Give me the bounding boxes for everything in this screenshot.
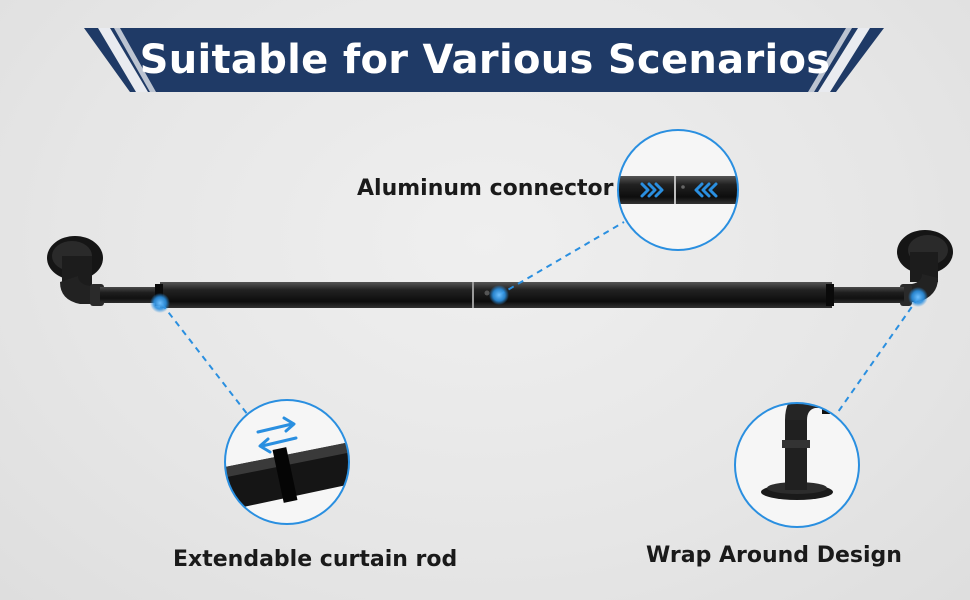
- connector-detail-circle: [617, 129, 739, 251]
- wrap-label: Wrap Around Design: [646, 543, 902, 568]
- extendable-detail-circle: [224, 399, 350, 525]
- leader-lines: [161, 221, 919, 416]
- connector-label: Aluminum connector: [357, 176, 614, 201]
- wrap-detail-circle: [734, 402, 860, 528]
- connector-hotspot: [489, 285, 509, 305]
- wrap-hotspot: [908, 287, 928, 307]
- left-wall-bracket: [47, 236, 104, 306]
- extend-hotspot: [150, 293, 170, 313]
- swap-arrows-icon: [256, 416, 298, 454]
- chevron-arrows-icon: [640, 182, 718, 198]
- page-title: Suitable for Various Scenarios: [139, 37, 831, 83]
- extendable-label: Extendable curtain rod: [173, 547, 458, 572]
- title-banner: [84, 28, 884, 92]
